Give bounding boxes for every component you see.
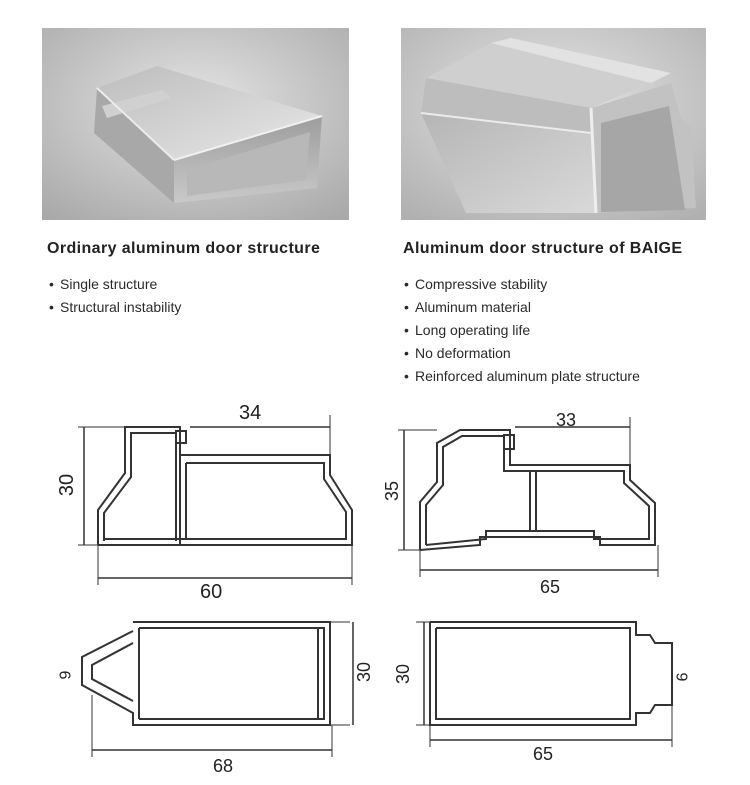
bullet-icon: • (404, 345, 409, 361)
dim-bottom-right-height: 30 (393, 663, 414, 685)
technical-drawings (0, 395, 750, 785)
drawing-ordinary-bottom (81, 621, 354, 757)
ordinary-profile-illustration (42, 28, 349, 220)
dim-top-right-width: 33 (556, 410, 577, 430)
bullet-icon: • (404, 368, 409, 384)
dim-bottom-right-side: 9 (672, 672, 690, 682)
list-item: •Compressive stability (404, 276, 548, 292)
list-item: •Aluminum material (404, 299, 531, 315)
baige-feature-list: •Compressive stability •Aluminum materia… (404, 275, 640, 390)
bullet-icon: • (49, 276, 54, 292)
dim-bottom-left-height: 30 (354, 661, 375, 683)
dim-bottom-right-total: 65 (533, 744, 554, 764)
cross-section-drawings (78, 415, 673, 757)
bullet-icon: • (49, 299, 54, 315)
dim-top-left-height: 30 (56, 473, 79, 497)
dim-top-left-width: 34 (239, 402, 262, 424)
bullet-icon: • (404, 322, 409, 338)
baige-profile-illustration (401, 28, 706, 220)
list-item: •Structural instability (49, 299, 182, 315)
bullet-icon: • (404, 276, 409, 292)
drawing-ordinary-top (78, 415, 353, 585)
photo-ordinary-profile (42, 28, 349, 220)
dim-top-right-total: 65 (540, 577, 561, 597)
drawing-baige-top (398, 417, 659, 577)
list-item: •Long operating life (404, 322, 531, 338)
list-item: •Single structure (49, 276, 158, 292)
dim-top-right-height: 35 (382, 480, 403, 502)
drawing-baige-bottom (416, 621, 673, 747)
baige-door-heading: Aluminum door structure of BAIGE (403, 240, 683, 257)
dim-bottom-left-total: 68 (213, 756, 234, 776)
list-item: •Reinforced aluminum plate structure (404, 368, 640, 384)
photo-baige-profile (401, 28, 706, 220)
dim-top-left-total: 60 (200, 581, 223, 603)
ordinary-door-heading: Ordinary aluminum door structure (47, 240, 321, 257)
ordinary-feature-list: •Single structure •Structural instabilit… (49, 275, 181, 321)
dim-bottom-left-side: 9 (57, 670, 75, 680)
list-item: •No deformation (404, 345, 511, 361)
bullet-icon: • (404, 299, 409, 315)
